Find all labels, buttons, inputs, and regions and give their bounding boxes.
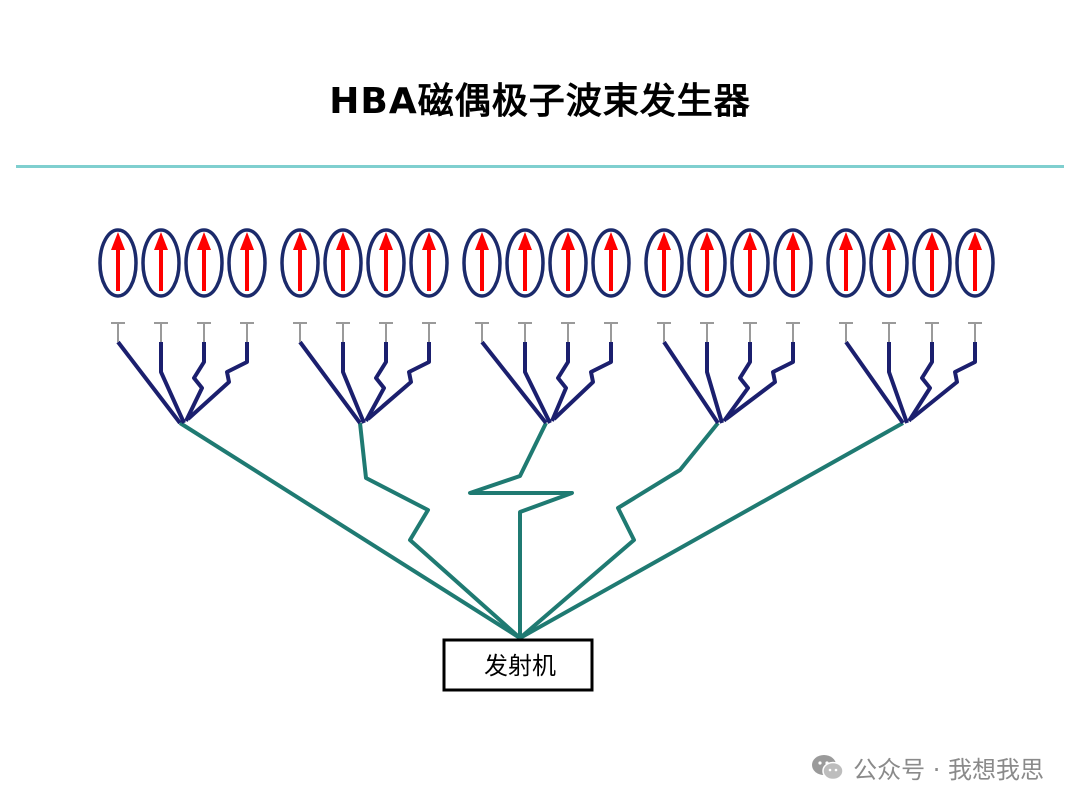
dipole-element [184,228,224,298]
dipole-element [409,228,449,298]
group-feed-line [523,342,552,424]
feed-terminal [336,322,350,342]
title-divider [16,165,1064,168]
group-feed-line [186,342,249,421]
dipole-element [548,228,588,298]
arrow-head-icon [968,232,982,250]
arrow-head-icon [154,232,168,250]
feed-terminal [518,322,532,342]
arrow-head-icon [657,232,671,250]
group-feed-line [184,342,206,422]
feed-terminal [968,322,982,342]
dipole-element [462,228,502,298]
dipole-element [912,228,952,298]
arrow-head-icon [197,232,211,250]
group-feed-line [909,342,977,421]
feed-terminal [293,322,307,342]
main-feed-line [468,422,574,638]
group-feed-line [552,342,613,421]
feed-terminal [839,322,853,342]
watermark: 公众号 · 我想我思 [811,750,1044,785]
group-feed-line [366,342,431,421]
arrow-head-icon [839,232,853,250]
feed-terminal [422,322,436,342]
arrow-head-icon [422,232,436,250]
arrow-head-icon [518,232,532,250]
dipole-element [591,228,631,298]
transmitter-box: 发射机 [442,638,594,692]
arrow-head-icon [743,232,757,250]
group-feed-line [364,342,388,422]
main-feed-line [518,421,720,640]
arrow-head-icon [882,232,896,250]
dipole-element [323,228,363,298]
dipole-element [644,228,684,298]
feed-terminal [604,322,618,342]
wechat-icon [812,754,844,780]
dipole-element [826,228,866,298]
arrow-head-icon [561,232,575,250]
page-title: HBA磁偶极子波束发生器 [329,81,751,122]
dipole-element [730,228,770,298]
arrow-head-icon [786,232,800,250]
feed-terminal [882,322,896,342]
feed-terminal [154,322,168,342]
feed-terminal [475,322,489,342]
transmitter-label: 发射机 [484,652,556,680]
group-feed-line [116,340,182,425]
terminals [111,322,982,342]
arrow-head-icon [336,232,350,250]
dipole-element [280,228,320,298]
arrow-head-icon [240,232,254,250]
group-feed-line [662,340,720,425]
group-feed-line [298,340,362,425]
group-feed-lines [116,340,977,425]
group-feed-line [550,342,570,422]
group-feed-line [907,342,934,423]
feed-terminal [786,322,800,342]
dipole-element [141,228,181,298]
main-feed-line [358,422,522,640]
group-feed-line [705,342,724,424]
dipole-element [687,228,727,298]
feed-terminal [743,322,757,342]
feed-terminal [197,322,211,342]
main-feed-lines [178,421,904,640]
feed-terminal [657,322,671,342]
group-feed-line [887,342,909,424]
group-feed-line [480,340,548,425]
feed-terminal [240,322,254,342]
arrow-head-icon [293,232,307,250]
feed-terminal [700,322,714,342]
arrow-head-icon [379,232,393,250]
arrow-head-icon [700,232,714,250]
arrow-head-icon [604,232,618,250]
dipole-element [98,228,138,298]
dipole-array [98,228,995,298]
arrow-head-icon [111,232,125,250]
watermark-text: 公众号 · 我想我思 [853,756,1044,784]
arrow-head-icon [925,232,939,250]
dipole-element [366,228,406,298]
dipole-element [505,228,545,298]
main-feed-line [178,421,522,640]
group-feed-line [844,340,905,425]
group-feed-line [722,342,752,423]
group-feed-line [724,342,795,421]
group-feed-line [341,342,366,424]
dipole-element [869,228,909,298]
dipole-element [227,228,267,298]
group-feed-line [159,342,186,424]
dipole-element [773,228,813,298]
feed-terminal [561,322,575,342]
feed-terminal [111,322,125,342]
main-feed-line [519,421,904,640]
dipole-element [955,228,995,298]
feed-terminal [925,322,939,342]
feed-terminal [379,322,393,342]
arrow-head-icon [475,232,489,250]
